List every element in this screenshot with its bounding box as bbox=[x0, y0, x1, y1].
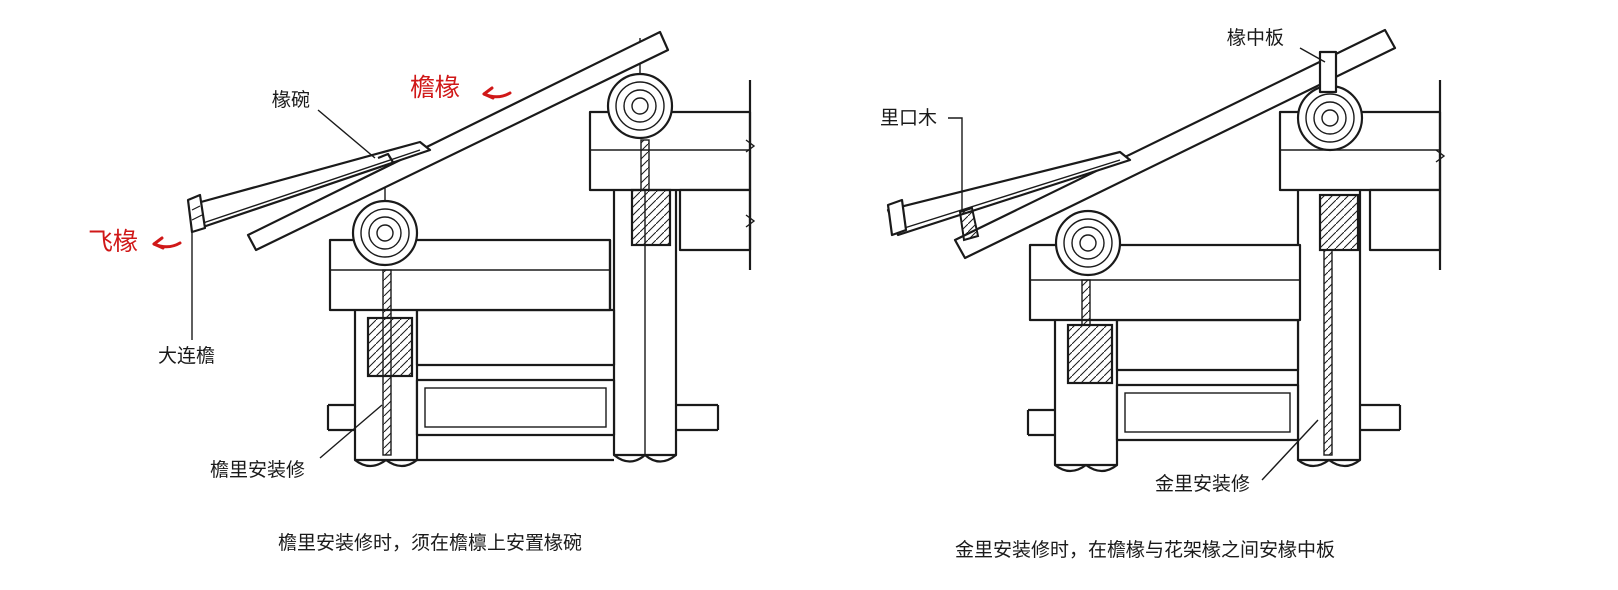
label-eave-rafter: 檐椽 bbox=[410, 73, 460, 102]
right-rafter-board bbox=[1318, 50, 1338, 94]
right-back-infill bbox=[1323, 249, 1333, 456]
left-eave-rafter bbox=[246, 30, 670, 252]
label-flying-rafter: 飞椽 bbox=[88, 227, 138, 256]
label-inner-wood: 里口木 bbox=[880, 107, 937, 129]
right-diagram: 椽中板 里口木 金里安装修 金里安装修时，在檐椽与花架椽之间安椽中板 bbox=[880, 27, 1446, 561]
left-eave-install-leader bbox=[319, 404, 383, 459]
label-rafter-board: 椽中板 bbox=[1227, 27, 1284, 49]
left-back-infill bbox=[640, 139, 650, 191]
left-diagram: 椽碗 檐椽 飞椽 大连檐 檐里安装修 檐里安装修时，须在檐檩上安置椽碗 bbox=[88, 30, 756, 554]
right-front-infill bbox=[1081, 279, 1091, 326]
caption-left: 檐里安装修时，须在檐檩上安置椽碗 bbox=[278, 532, 582, 554]
left-rafter-bowl-leader bbox=[317, 109, 376, 159]
left-wall-panels bbox=[415, 308, 616, 462]
left-rafter-bowl-mark bbox=[377, 152, 395, 165]
right-inner-wood-leader bbox=[948, 117, 963, 210]
label-rafter-bowl: 椽碗 bbox=[272, 89, 310, 111]
right-inner-wood-block bbox=[958, 206, 980, 242]
right-front-block bbox=[1066, 323, 1114, 385]
left-back-purlin bbox=[606, 38, 674, 140]
left-eave-strip-block bbox=[186, 193, 207, 234]
caption-right: 金里安装修时，在檐椽与花架椽之间安椽中板 bbox=[955, 539, 1335, 561]
left-upper-block bbox=[630, 188, 672, 247]
right-wall-panels bbox=[1115, 318, 1300, 442]
right-rafter-board-leader bbox=[1299, 47, 1326, 63]
left-front-infill bbox=[382, 269, 392, 456]
left-front-purlin bbox=[351, 162, 419, 267]
right-gold-install-leader bbox=[1261, 419, 1319, 481]
right-upper-block bbox=[1318, 193, 1360, 252]
label-eave-install: 檐里安装修 bbox=[210, 459, 305, 481]
right-front-purlin bbox=[1054, 209, 1122, 277]
right-eave-strip-block bbox=[886, 198, 908, 237]
right-back-purlin bbox=[1296, 84, 1364, 152]
label-eave-strip: 大连檐 bbox=[158, 345, 215, 367]
label-gold-install: 金里安装修 bbox=[1155, 473, 1250, 495]
right-eave-rafter bbox=[953, 28, 1397, 260]
